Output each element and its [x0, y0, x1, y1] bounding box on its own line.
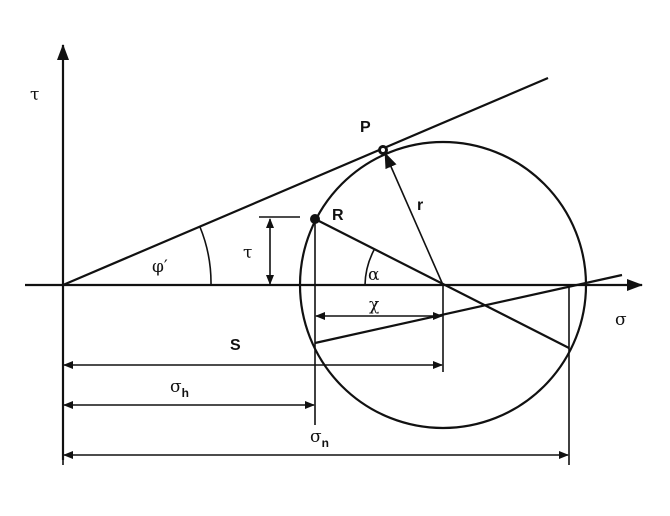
label-sigma-h: σh: [170, 377, 189, 400]
mohr-circle: [298, 140, 588, 430]
label-r: r: [417, 197, 423, 214]
inclined-line: [314, 273, 623, 345]
label-P: P: [360, 119, 371, 136]
failure-envelope-line: [62, 76, 549, 287]
label-R: R: [332, 207, 344, 224]
label-S: S: [230, 337, 241, 354]
point-R: [310, 214, 320, 224]
label-alpha: α: [368, 265, 380, 285]
radius-r-arrow: [384, 152, 444, 286]
diameter-line-R: [314, 218, 570, 349]
angle-arc-alpha: [364, 249, 375, 286]
label-phi: φ′: [152, 257, 168, 277]
angle-arc-phi: [199, 226, 212, 286]
label-tau-dimension: τ: [243, 243, 252, 263]
sigma-axis-label: σ: [615, 310, 627, 330]
label-chi: χ: [369, 295, 379, 315]
tau-axis-label: τ: [30, 85, 39, 105]
label-sigma-n: σn: [310, 427, 329, 450]
